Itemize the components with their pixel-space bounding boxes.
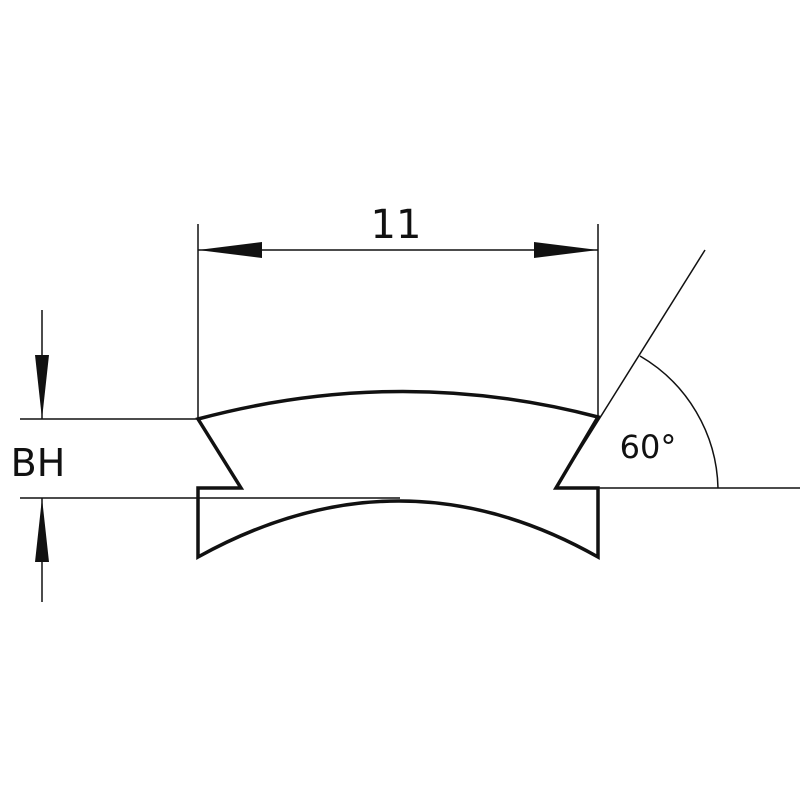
width-label: 11 bbox=[371, 202, 422, 248]
height-arrowhead-bottom bbox=[35, 498, 49, 562]
height-label: BH bbox=[11, 441, 66, 485]
profile-outline bbox=[195, 389, 601, 560]
angle-arc bbox=[639, 355, 719, 489]
arrowhead-left bbox=[198, 242, 262, 258]
height-arrowhead-top bbox=[35, 355, 49, 419]
angle-label: 60° bbox=[620, 428, 677, 466]
angle-ray bbox=[555, 249, 706, 489]
arrowhead-right bbox=[534, 242, 598, 258]
